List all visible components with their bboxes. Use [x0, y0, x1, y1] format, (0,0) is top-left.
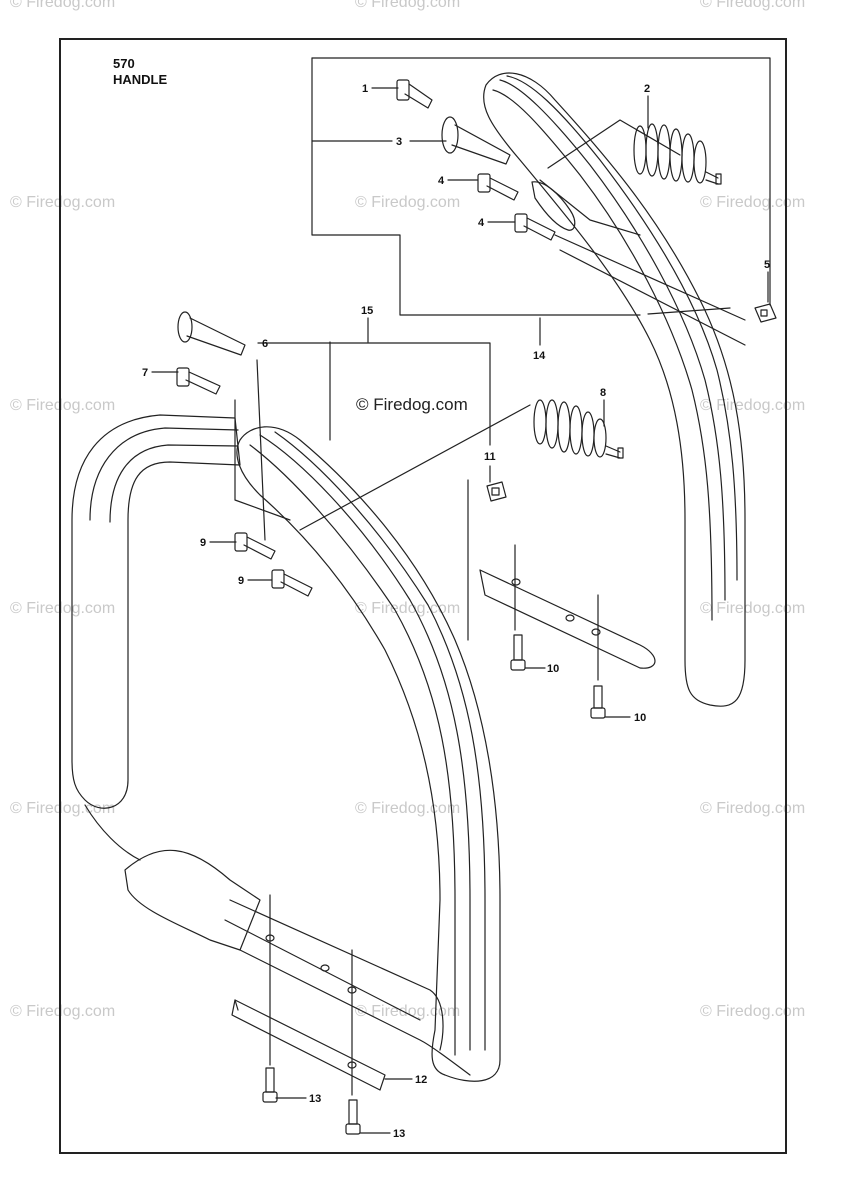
diagram-header: 570 HANDLE	[113, 56, 167, 88]
callout-14: 14	[533, 350, 546, 362]
screw-4-upper	[477, 173, 519, 201]
callout-10-lower: 10	[634, 712, 646, 724]
callout-10-upper: 10	[547, 663, 559, 675]
nut-5	[754, 303, 777, 323]
center-watermark: © Firedog.com	[356, 395, 468, 414]
watermark-top-left: © Firedog.com	[10, 0, 116, 11]
callout-15: 15	[361, 305, 373, 317]
callout-4-upper: 4	[438, 175, 445, 187]
screw-7	[176, 367, 221, 395]
spring-mount-8	[533, 399, 624, 459]
watermark-top-right: © Firedog.com	[700, 0, 806, 11]
screw-10-upper	[510, 634, 526, 671]
bolt-3	[441, 116, 511, 165]
page-title: HANDLE	[113, 72, 168, 87]
watermark-row4-left: © Firedog.com	[10, 800, 116, 817]
screw-4-lower	[514, 213, 556, 241]
watermark-top-center: © Firedog.com	[355, 0, 461, 11]
callout-4-lower: 4	[478, 217, 485, 229]
watermark-row1-left: © Firedog.com	[10, 194, 116, 211]
nut-11	[486, 481, 507, 502]
callout-13-right: 13	[393, 1128, 405, 1140]
callout-9-upper: 9	[200, 537, 206, 549]
screw-9-lower	[271, 569, 313, 597]
screw-13-right	[345, 1099, 361, 1135]
callout-2: 2	[644, 83, 650, 95]
callout-5: 5	[764, 259, 770, 271]
rear-handle	[482, 72, 746, 707]
callout-9-lower: 9	[238, 575, 244, 587]
callout-1: 1	[362, 83, 368, 95]
rear-plate	[479, 569, 656, 669]
screw-1	[396, 79, 433, 109]
plate-12	[231, 999, 386, 1091]
screw-9-upper	[234, 532, 276, 560]
callout-11: 11	[484, 451, 496, 463]
watermark-row2-right: © Firedog.com	[700, 397, 806, 414]
front-handle	[71, 414, 501, 1082]
bolt-6	[177, 311, 246, 356]
callout-8: 8	[600, 387, 606, 399]
callout-7: 7	[142, 367, 148, 379]
screw-10-lower	[590, 685, 606, 719]
watermark-row2-left: © Firedog.com	[10, 397, 116, 414]
callout-6: 6	[262, 338, 268, 350]
watermark-row5-right: © Firedog.com	[700, 1003, 806, 1020]
page-number: 570	[113, 56, 135, 71]
watermark-row5-left: © Firedog.com	[10, 1003, 116, 1020]
callout-13-left: 13	[309, 1093, 321, 1105]
callout-3: 3	[396, 136, 402, 148]
watermark-row4-right: © Firedog.com	[700, 800, 806, 817]
watermark-row3-right: © Firedog.com	[700, 600, 806, 617]
watermark-row1-center: © Firedog.com	[355, 194, 461, 211]
callout-12: 12	[415, 1074, 427, 1086]
screw-13-left	[262, 1067, 278, 1103]
watermark-row5-center: © Firedog.com	[355, 1003, 461, 1020]
diagram-frame	[59, 38, 787, 1154]
watermark-row1-right: © Firedog.com	[700, 194, 806, 211]
spring-mount-2	[633, 123, 722, 185]
watermark-row3-center: © Firedog.com	[355, 600, 461, 617]
watermark-row3-left: © Firedog.com	[10, 600, 116, 617]
